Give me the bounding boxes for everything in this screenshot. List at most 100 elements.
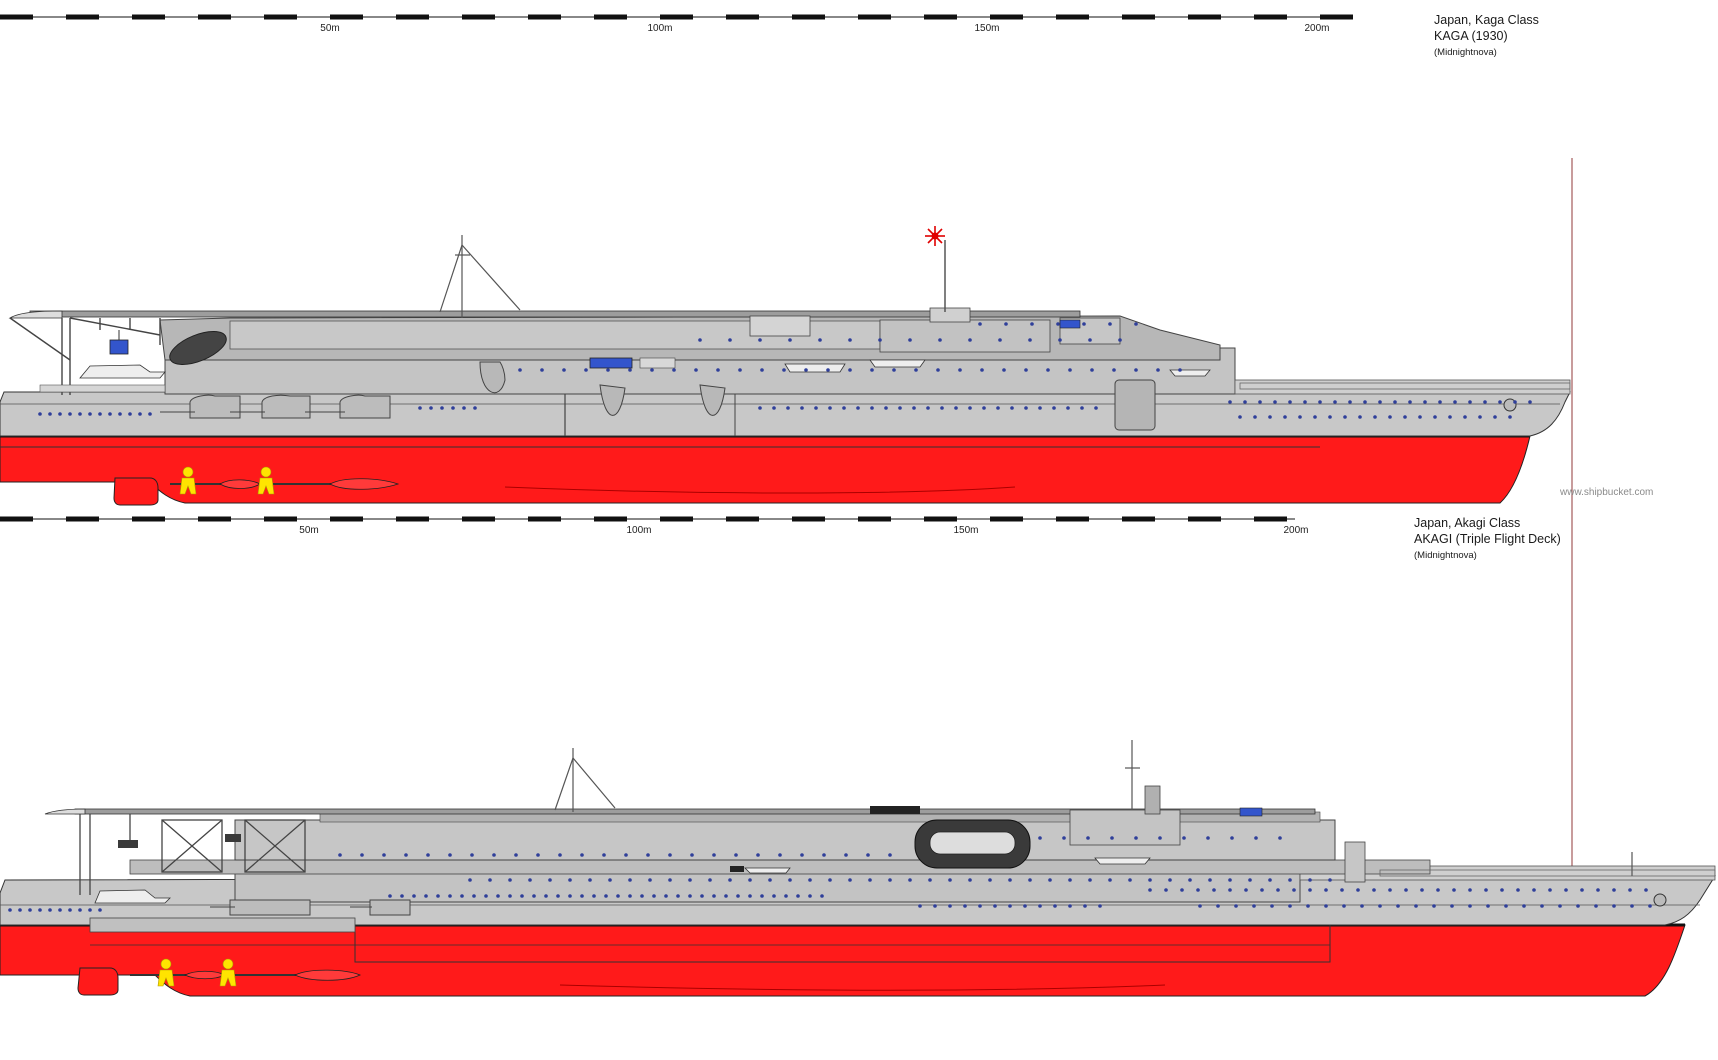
porthole [788,878,792,882]
porthole [1450,904,1454,908]
porthole [1080,406,1084,410]
porthole [1342,904,1346,908]
scale-bar-segment [462,14,495,20]
porthole [968,338,972,342]
porthole [1288,878,1292,882]
porthole [558,853,562,857]
porthole [1548,888,1552,892]
porthole [800,406,804,410]
porthole [963,904,967,908]
porthole [48,412,52,416]
porthole [1038,836,1042,840]
porthole [1313,415,1317,419]
porthole [822,853,826,857]
scale-bar-segment [858,14,891,20]
porthole [1010,406,1014,410]
porthole [698,338,702,342]
porthole [1008,878,1012,882]
porthole [844,853,848,857]
porthole [568,878,572,882]
porthole [1436,888,1440,892]
porthole [784,894,788,898]
scale-bar-segment [462,516,495,522]
porthole [1288,400,1292,404]
porthole [544,894,548,898]
scale-bar-segment [132,516,165,522]
scale-label-200m: 200m [1283,525,1308,536]
porthole [988,878,992,882]
porthole [1452,888,1456,892]
porthole [1484,888,1488,892]
porthole [628,368,632,372]
porthole [548,878,552,882]
porthole [1378,904,1382,908]
porthole [1068,878,1072,882]
scale-bar-segment [396,516,429,522]
porthole [1372,888,1376,892]
porthole [848,878,852,882]
porthole [1612,888,1616,892]
porthole [1238,415,1242,419]
scale-bar-segment [396,14,429,20]
porthole [440,406,444,410]
porthole [28,908,32,912]
porthole [1038,406,1042,410]
porthole [532,894,536,898]
porthole [1188,878,1192,882]
porthole [1053,904,1057,908]
scale-bar-segment [594,516,627,522]
scale-bar-segment [264,516,297,522]
porthole [462,406,466,410]
porthole [1158,836,1162,840]
porthole [1396,904,1400,908]
porthole [804,368,808,372]
porthole [404,853,408,857]
kaga-stern-gantry [9,317,161,395]
porthole [708,878,712,882]
porthole [948,904,952,908]
porthole [1230,836,1234,840]
porthole [1508,415,1512,419]
porthole [884,406,888,410]
porthole [1180,888,1184,892]
porthole [1448,415,1452,419]
kaga-portholes [38,322,1532,419]
porthole [382,853,386,857]
porthole [878,338,882,342]
porthole [664,894,668,898]
porthole [1243,400,1247,404]
porthole [842,406,846,410]
scale-bar-segment [990,14,1023,20]
porthole [848,338,852,342]
porthole [1432,904,1436,908]
porthole [1388,888,1392,892]
porthole [908,878,912,882]
porthole [514,853,518,857]
porthole [1030,322,1034,326]
caption-author: (Midnightnova) [1414,550,1477,562]
porthole [1260,888,1264,892]
porthole [608,878,612,882]
porthole [826,368,830,372]
porthole [668,878,672,882]
scale-bar-segment [1056,14,1089,20]
scale-bar-segment [726,516,759,522]
scale-bar-segment [0,516,33,522]
porthole [978,322,982,326]
porthole [1418,415,1422,419]
porthole [108,412,112,416]
scale-bar-kaga: 50m 100m 150m 200m [0,14,1353,34]
caption-ship-name: AKAGI (Triple Flight Deck) [1414,531,1561,546]
porthole [1423,400,1427,404]
porthole [1258,400,1262,404]
porthole [1378,400,1382,404]
porthole [1028,878,1032,882]
porthole [1513,400,1517,404]
porthole [1134,368,1138,372]
porthole [868,878,872,882]
porthole [78,412,82,416]
porthole [1273,400,1277,404]
porthole [1348,400,1352,404]
scale-bar-segment [792,516,825,522]
